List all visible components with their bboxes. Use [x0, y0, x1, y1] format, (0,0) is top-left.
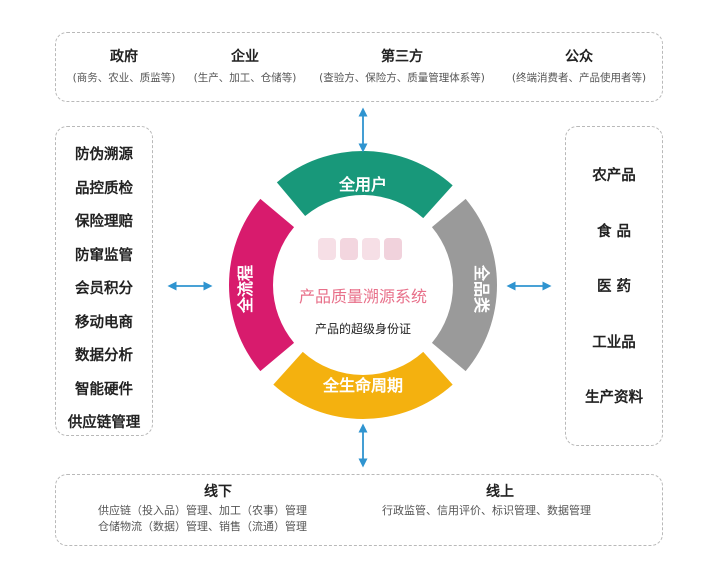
online-title: 线上	[486, 484, 514, 500]
stakeholder-government: 政府 (商务、农业、质监等)	[60, 46, 188, 85]
stakeholder-third-party: 第三方 (查验方、保险方、质量管理体系等)	[302, 46, 502, 85]
stakeholder-enterprise: 企业 (生产、加工、仓储等)	[180, 46, 310, 85]
online-line: 行政监管、信用评价、标识管理、数据管理	[382, 504, 591, 517]
category-list: 农产品 食 品 医 药 工业品 生产资料	[566, 149, 662, 427]
stakeholder-title: 第三方	[381, 49, 423, 65]
stakeholder-desc: (终端消费者、产品使用者等)	[511, 72, 647, 84]
channel-panel: 线下 供应链（投入品）管理、加工（农事）管理 仓储物流（数据）管理、销售（流通）…	[55, 474, 663, 546]
offline-title: 线下	[204, 484, 232, 500]
scenario-item: 会员积分	[75, 281, 133, 297]
stakeholders-panel: 政府 (商务、农业、质监等) 企业 (生产、加工、仓储等) 第三方 (查验方、保…	[55, 32, 663, 102]
stakeholder-title: 企业	[231, 49, 259, 65]
scenario-item: 移动电商	[75, 314, 133, 331]
stakeholder-title: 政府	[110, 49, 138, 65]
stakeholder-desc: (商务、农业、质监等)	[72, 72, 176, 84]
scenario-item: 供应链管理	[67, 415, 141, 431]
blurred-watermark	[318, 238, 408, 260]
scenario-item: 防伪溯源	[75, 147, 133, 163]
stakeholder-title: 公众	[565, 49, 593, 65]
center-title: 产品质量溯源系统	[298, 287, 427, 306]
stakeholder-desc: (查验方、保险方、质量管理体系等)	[319, 72, 485, 84]
segment-bottom-label: 全生命周期	[322, 376, 403, 395]
stakeholder-public: 公众 (终端消费者、产品使用者等)	[496, 46, 662, 85]
segment-right-label: 全品类	[472, 264, 491, 314]
segment-top-label: 全用户	[338, 175, 387, 194]
category-item: 工业品	[592, 334, 636, 351]
offline-line: 供应链（投入品）管理、加工（农事）管理	[98, 504, 307, 517]
stakeholder-desc: (生产、加工、仓储等)	[193, 72, 297, 84]
online-desc: 行政监管、信用评价、标识管理、数据管理	[382, 503, 591, 519]
scenario-item: 防窜监管	[75, 247, 133, 264]
segment-bottom	[273, 351, 453, 420]
category-item: 食 品	[596, 223, 632, 240]
scenario-item: 数据分析	[75, 348, 133, 364]
scenario-item: 智能硬件	[75, 381, 133, 398]
segment-top	[276, 151, 453, 219]
segment-left-label: 全流程	[236, 265, 255, 314]
scenario-item: 品控质检	[75, 180, 133, 197]
category-panel: 农产品 食 品 医 药 工业品 生产资料	[565, 126, 663, 446]
scenario-panel: 防伪溯源 品控质检 保险理赔 防窜监管 会员积分 移动电商 数据分析 智能硬件 …	[55, 126, 153, 436]
category-item: 生产资料	[585, 390, 643, 406]
scenario-list: 防伪溯源 品控质检 保险理赔 防窜监管 会员积分 移动电商 数据分析 智能硬件 …	[56, 139, 152, 441]
category-item: 农产品	[592, 168, 636, 184]
offline-line: 仓储物流（数据）管理、销售（流通）管理	[98, 520, 307, 533]
segment-right	[431, 198, 498, 372]
center-subtitle: 产品的超级身份证	[314, 322, 411, 336]
scenario-item: 保险理赔	[75, 214, 133, 230]
offline-desc: 供应链（投入品）管理、加工（农事）管理 仓储物流（数据）管理、销售（流通）管理	[98, 503, 307, 535]
category-item: 医 药	[596, 279, 632, 295]
segment-left	[228, 198, 295, 372]
